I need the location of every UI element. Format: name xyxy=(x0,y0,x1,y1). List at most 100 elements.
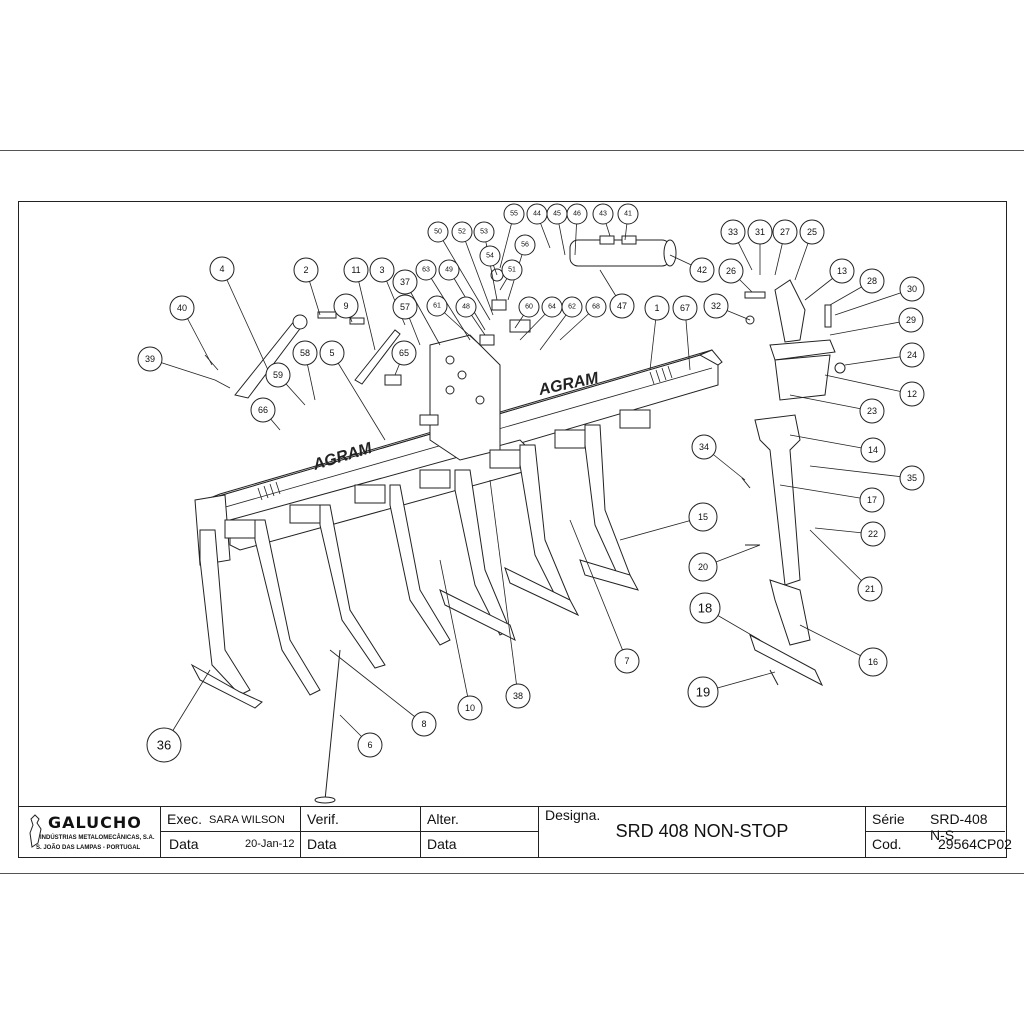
callout-58: 58 xyxy=(292,340,318,366)
callout-circle xyxy=(592,203,614,225)
callout-circle xyxy=(392,294,418,320)
drawing-title: SRD 408 NON-STOP xyxy=(615,821,789,841)
exec-data-value: 20-Jan-12 xyxy=(245,838,295,850)
callout-number: 58 xyxy=(300,348,310,358)
title-block: GALUCHO INDÚSTRIAS METALOMECÂNICAS, S.A.… xyxy=(18,806,1012,858)
callout-circle xyxy=(860,521,886,547)
callout-circle xyxy=(455,296,477,318)
callout-41: 41 xyxy=(617,203,639,225)
callout-circle xyxy=(857,576,883,602)
callout-number: 26 xyxy=(726,266,736,276)
callout-number: 20 xyxy=(698,562,708,572)
callout-21: 21 xyxy=(857,576,883,602)
callout-number: 49 xyxy=(445,267,453,274)
callout-number: 62 xyxy=(568,304,576,311)
callout-circle xyxy=(250,397,276,423)
callout-circle xyxy=(899,381,925,407)
callout-35: 35 xyxy=(899,465,925,491)
callout-number: 65 xyxy=(399,348,409,358)
callout-number: 1 xyxy=(654,303,659,313)
callout-circle xyxy=(747,219,773,245)
callout-4: 4 xyxy=(209,256,235,282)
callout-circle xyxy=(688,502,718,532)
linkage-parts xyxy=(204,311,402,804)
callout-20: 20 xyxy=(688,552,718,582)
callout-circle xyxy=(333,293,359,319)
callout-64: 64 xyxy=(541,296,563,318)
callout-number: 30 xyxy=(907,284,917,294)
callout-circle xyxy=(858,647,888,677)
callout-13: 13 xyxy=(829,258,855,284)
callout-number: 23 xyxy=(867,406,877,416)
callout-circle xyxy=(859,487,885,513)
callout-number: 57 xyxy=(400,302,410,312)
callout-circle xyxy=(687,676,719,708)
callout-number: 12 xyxy=(907,389,917,399)
callout-number: 37 xyxy=(400,277,410,287)
drawing-sheet xyxy=(0,150,1024,874)
callout-circle xyxy=(609,293,635,319)
alter-row-divider xyxy=(421,831,539,832)
callout-circle xyxy=(357,732,383,758)
drawing-frame xyxy=(18,201,1007,858)
callout-number: 32 xyxy=(711,301,721,311)
alter-data-label: Data xyxy=(427,836,457,852)
callout-42: 42 xyxy=(689,257,715,283)
callout-57: 57 xyxy=(392,294,418,320)
callout-53: 53 xyxy=(473,221,495,243)
callout-17: 17 xyxy=(859,487,885,513)
callout-18: 18 xyxy=(689,592,721,624)
callout-circle xyxy=(688,552,718,582)
callout-10: 10 xyxy=(457,695,483,721)
callout-19: 19 xyxy=(687,676,719,708)
callout-number: 41 xyxy=(624,211,632,218)
callout-circle xyxy=(209,256,235,282)
callout-circle xyxy=(898,307,924,333)
callout-14: 14 xyxy=(860,437,886,463)
callout-number: 16 xyxy=(868,657,878,667)
callout-1: 1 xyxy=(644,295,670,321)
callout-circle xyxy=(718,258,744,284)
callout-number: 24 xyxy=(907,350,917,360)
callout-number: 40 xyxy=(177,303,187,313)
callout-number: 46 xyxy=(573,211,581,218)
callout-circle xyxy=(451,221,473,243)
callout-2: 2 xyxy=(293,257,319,283)
callout-circle xyxy=(899,342,925,368)
exec-cell: Exec. SARA WILSON Data 20-Jan-12 xyxy=(161,807,301,858)
callout-30: 30 xyxy=(899,276,925,302)
callout-number: 50 xyxy=(434,229,442,236)
callout-22: 22 xyxy=(860,521,886,547)
callout-36: 36 xyxy=(146,727,182,763)
callout-number: 52 xyxy=(458,229,466,236)
callout-number: 44 xyxy=(533,211,541,218)
callout-circle xyxy=(720,219,746,245)
callout-number: 39 xyxy=(145,354,155,364)
callout-number: 18 xyxy=(698,601,712,616)
serie-value: SRD-408 N-S xyxy=(930,811,988,843)
callout-circle xyxy=(541,296,563,318)
callout-5: 5 xyxy=(319,340,345,366)
callout-circle xyxy=(703,293,729,319)
designa-label: Designa. xyxy=(545,807,601,823)
callout-number: 10 xyxy=(465,703,475,713)
callout-61: 61 xyxy=(426,295,448,317)
callout-number: 27 xyxy=(780,227,790,237)
callout-32: 32 xyxy=(703,293,729,319)
callout-circle xyxy=(319,340,345,366)
callout-number: 45 xyxy=(553,211,561,218)
company-line2: S. JOÃO DAS LAMPAS - PORTUGAL xyxy=(36,845,141,851)
callout-number: 5 xyxy=(329,348,334,358)
exec-value: SARA WILSON xyxy=(209,814,285,826)
callout-number: 54 xyxy=(486,253,494,260)
callout-circle xyxy=(392,269,418,295)
callout-45: 45 xyxy=(546,203,568,225)
callout-circle xyxy=(293,257,319,283)
alter-label: Alter. xyxy=(427,811,459,827)
callout-24: 24 xyxy=(899,342,925,368)
callout-number: 47 xyxy=(617,301,627,311)
company-line1: INDÚSTRIAS METALOMECÂNICAS, S.A. xyxy=(40,835,155,841)
callout-circle xyxy=(427,221,449,243)
callout-circle xyxy=(265,362,291,388)
